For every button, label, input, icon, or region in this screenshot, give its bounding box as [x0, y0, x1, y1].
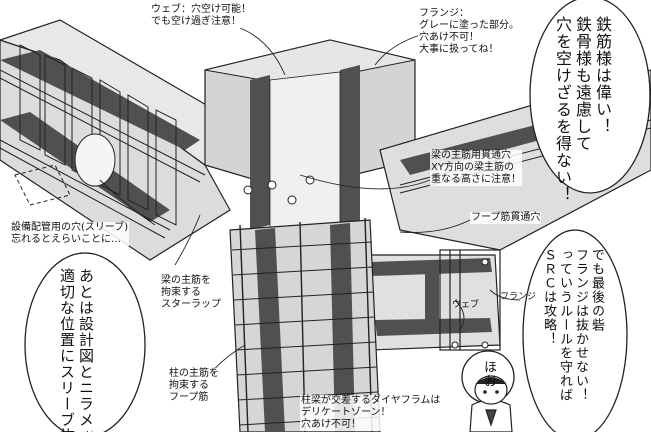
label-hoop: 柱の主筋を 拘束する フープ筋 — [168, 368, 220, 404]
bubble-hoo-text: ほお — [481, 360, 496, 388]
sleeve-hole — [74, 133, 116, 187]
label-flange: フランジ： グレーに塗った部分。 穴あけ不可！ 大事に扱ってね！ — [418, 8, 520, 56]
label-web-small: ウェブ — [452, 300, 480, 310]
bubble-last-fort-text: でも最後の砦 フランジは抜かせない！ っていうルールを守れば ＳＲＣは攻略！ — [541, 248, 604, 402]
label-beam-main-hole: 梁の主筋用貫通穴 XY方向の梁主筋の 重なる高さに注意！ — [430, 150, 522, 186]
label-web: ウェブ：穴空け可能！ でも空け過ぎ注意！ — [150, 4, 252, 28]
label-diaphragm: 柱梁が交差するダイヤフラムは デリケートゾーン！ 穴あけ不可！ — [300, 395, 442, 431]
label-flange-small: フランジ — [500, 292, 537, 302]
bubble-respect-shape — [529, 0, 651, 194]
left-beam — [0, 19, 231, 261]
bubble-design-shape — [24, 252, 146, 432]
label-sleeve: 設備配管用の穴(スリーブ) 忘れるとえらいことに… — [10, 222, 130, 246]
bubble-design-text: あとは設計図とニラメッコ！ 適切な位置にスリーブ抜く！ — [58, 268, 95, 432]
character-illustration — [469, 375, 513, 432]
bubble-respect-text: 鉄筋様は偉い！ 鉄骨様も遠慮して 穴を空けざるを得ない！ — [553, 16, 612, 203]
front-beam — [359, 249, 501, 351]
label-stirrup: 梁の主筋を 拘束する スターラップ — [160, 275, 222, 311]
column-top — [204, 39, 416, 236]
label-hoop-hole: フープ筋貫通穴 — [470, 212, 542, 224]
bubble-last-fort-shape — [522, 229, 628, 432]
column-body — [229, 175, 381, 432]
